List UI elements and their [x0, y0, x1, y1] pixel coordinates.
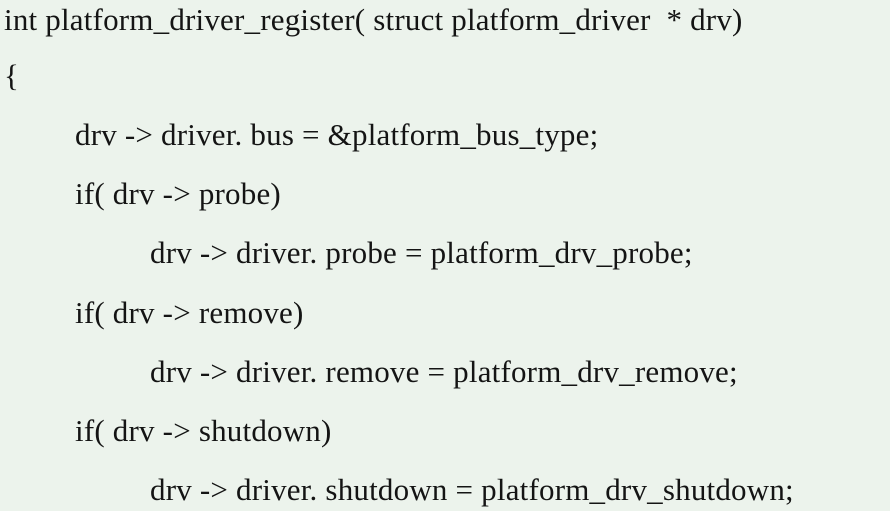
code-line-if-probe: if( drv -> probe)	[75, 176, 281, 211]
code-line-open-brace: {	[4, 58, 20, 93]
code-line-assign-probe: drv -> driver. probe = platform_drv_prob…	[150, 235, 693, 270]
code-line-assign-remove: drv -> driver. remove = platform_drv_rem…	[150, 354, 738, 389]
code-line-if-remove: if( drv -> remove)	[75, 295, 304, 330]
code-line-assign-bus: drv -> driver. bus = &platform_bus_type;	[75, 117, 599, 152]
code-line-assign-shutdown: drv -> driver. shutdown = platform_drv_s…	[150, 472, 794, 507]
code-line-if-shutdown: if( drv -> shutdown)	[75, 413, 332, 448]
code-line-function-signature: int platform_driver_register( struct pla…	[4, 2, 743, 37]
